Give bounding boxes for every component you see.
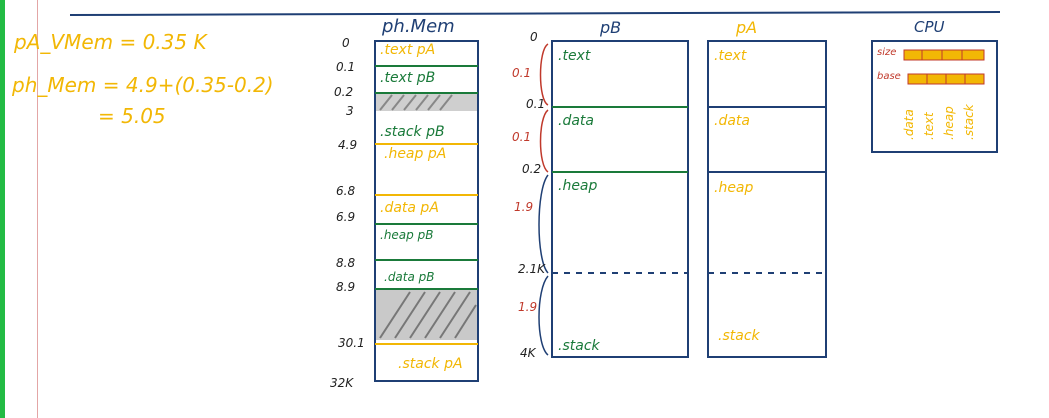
pb-size-0: 0.1 (512, 66, 532, 80)
phmem-addr-10: 32K (330, 376, 354, 390)
cpu-seg-text: .text (922, 112, 936, 140)
phmem-region-heap-pa: .heap pA (384, 146, 447, 162)
hatch-free-1 (376, 94, 477, 111)
phmem-addr-6: 6.9 (336, 210, 356, 224)
pa-column (707, 40, 827, 358)
phmem-addr-2: 0.2 (334, 85, 354, 99)
cpu-seg-heap: .heap (942, 106, 956, 140)
pb-addr-3: 2.1K (518, 262, 545, 276)
phmem-addr-4: 4.9 (338, 138, 358, 152)
pa-seg-text: .text (714, 48, 747, 64)
phmem-region-stack-pa: .stack pA (398, 356, 463, 372)
phmem-addr-5: 6.8 (336, 184, 356, 198)
cpu-box (871, 40, 998, 153)
phmem-region-stack-pb: .stack pB (380, 124, 445, 140)
phmem-region-heap-pb: .heap pB (380, 228, 434, 242)
cpu-base-label: base (877, 71, 901, 82)
pb-addr-0: 0 (530, 30, 538, 44)
pb-seg-stack: .stack (558, 338, 600, 354)
pb-seg-text: .text (558, 48, 591, 64)
cpu-seg-stack: .stack (962, 104, 976, 140)
phmem-addr-1: 0.1 (336, 60, 356, 74)
pa-title: pA (736, 18, 758, 37)
phmem-addr-3: 3 (346, 104, 354, 118)
pb-column (538, 40, 689, 358)
left-green-bar (0, 0, 5, 418)
pb-title: pB (600, 18, 622, 37)
phmem-title: ph.Mem (382, 16, 455, 37)
phmem-column (374, 40, 479, 382)
phmem-region-text-pb: .text pB (380, 70, 436, 86)
pa-seg-data: .data (714, 113, 750, 129)
cpu-size-label: size (877, 47, 897, 58)
pb-addr-1: 0.1 (526, 97, 546, 111)
cpu-title: CPU (914, 18, 945, 36)
phmem-addr-7: 8.8 (336, 256, 356, 270)
cpu-seg-data: .data (902, 109, 916, 140)
phmem-region-data-pb: .data pB (384, 270, 435, 284)
phmem-addr-0: 0 (342, 36, 350, 50)
pb-size-3: 1.9 (518, 300, 538, 314)
pb-addr-2: 0.2 (522, 162, 542, 176)
phmem-addr-8: 8.9 (336, 280, 356, 294)
note-phmem: ph_Mem = 4.9+(0.35-0.2) (12, 73, 274, 97)
phmem-addr-9: 30.1 (338, 336, 365, 350)
note-result: = 5.05 (98, 104, 166, 128)
top-rule (69, 11, 1001, 16)
pb-seg-data: .data (558, 113, 594, 129)
hatch-free-2 (376, 290, 477, 340)
pb-addr-4: 4K (520, 346, 536, 360)
pa-seg-stack: .stack (718, 328, 760, 344)
pa-seg-heap: .heap (714, 180, 754, 196)
phmem-region-text-pa: .text pA (380, 42, 436, 58)
pb-size-1: 0.1 (512, 130, 532, 144)
pb-seg-heap: .heap (558, 178, 598, 194)
note-vmem: pA_VMem = 0.35 K (14, 30, 207, 54)
margin-line (37, 0, 38, 418)
phmem-region-data-pa: .data pA (380, 200, 439, 216)
pb-size-2: 1.9 (514, 200, 534, 214)
